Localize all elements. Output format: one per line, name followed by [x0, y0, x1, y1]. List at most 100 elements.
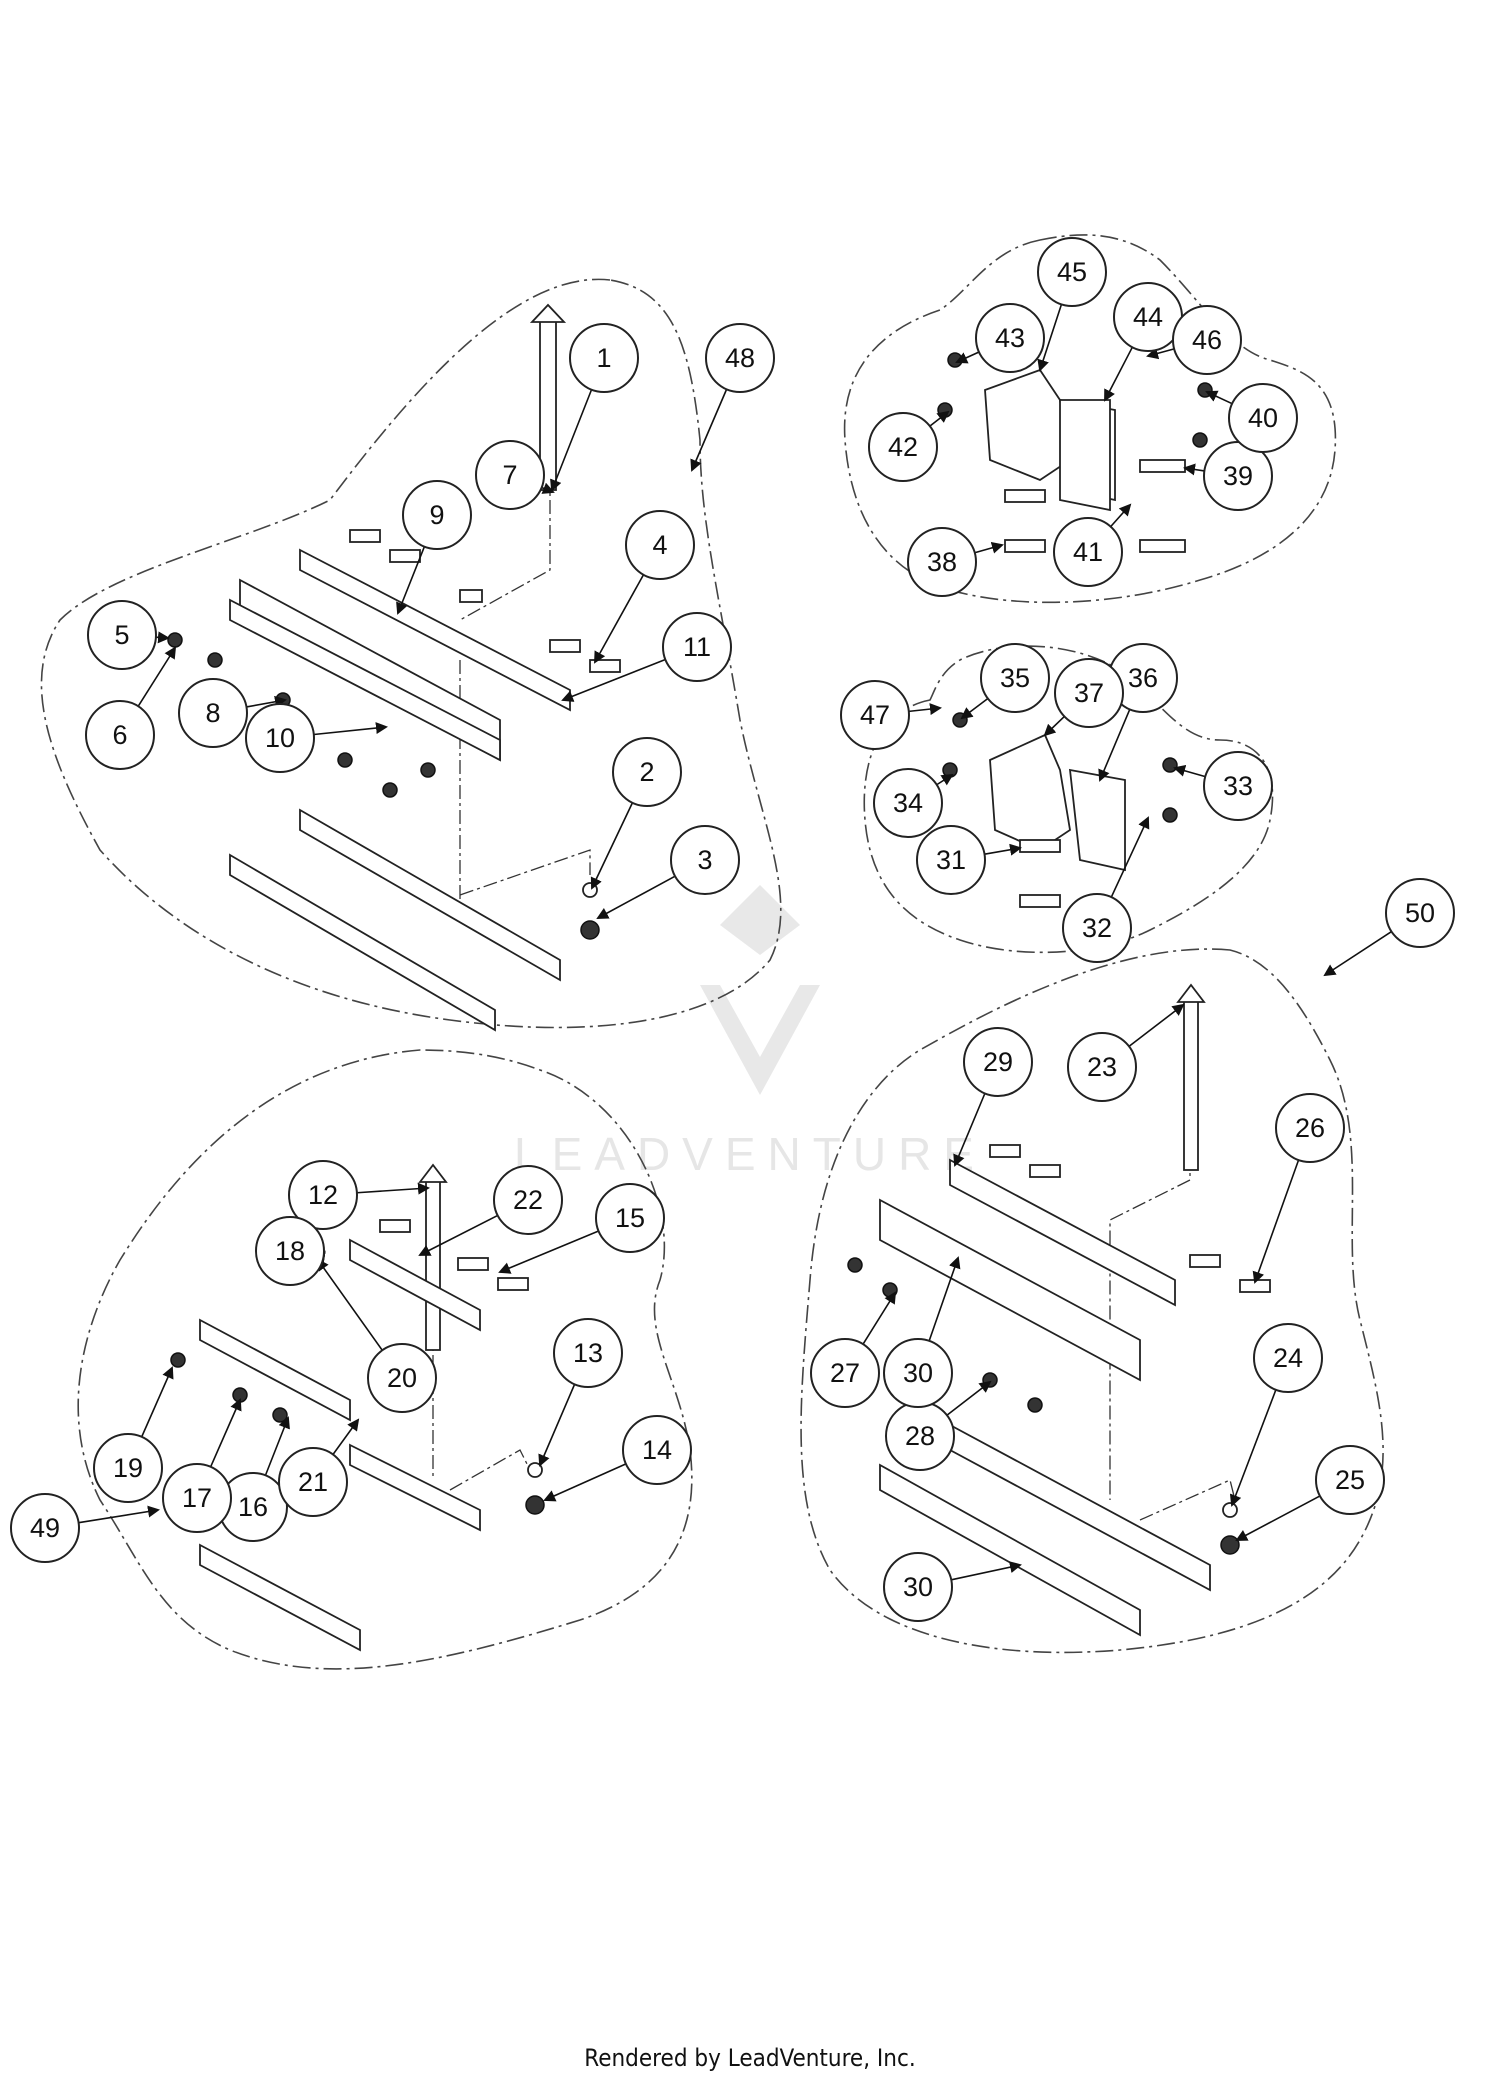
- callout-label: 7: [502, 460, 517, 490]
- bolt: [459, 589, 483, 603]
- callout-label: 43: [995, 323, 1025, 353]
- callout-circle: [1054, 658, 1124, 728]
- callout-label: 6: [112, 720, 127, 750]
- side-bracket: [199, 1318, 351, 1422]
- callout-label: 4: [652, 530, 667, 560]
- callout-21: 21: [278, 1447, 348, 1517]
- long-bolt: [425, 1179, 441, 1351]
- hitch-plate: [984, 368, 1071, 482]
- callout-circle: [85, 700, 155, 770]
- nut: [167, 632, 183, 648]
- leader-line-29: [953, 1093, 986, 1167]
- leader-line-48: [690, 388, 728, 472]
- bolt-head: [529, 303, 567, 323]
- callout-label: 30: [903, 1572, 933, 1602]
- callout-label: 26: [1295, 1113, 1325, 1143]
- callout-label: 40: [1248, 403, 1278, 433]
- callout-circle: [907, 527, 977, 597]
- nut: [337, 752, 353, 768]
- leader-line-21: [332, 1418, 360, 1455]
- callout-47: 47: [840, 680, 910, 750]
- callout-circle: [612, 737, 682, 807]
- callout-32: 32: [1062, 893, 1132, 963]
- callout-label: 24: [1273, 1343, 1303, 1373]
- callout-label: 46: [1192, 325, 1222, 355]
- leader-line-43: [955, 351, 980, 364]
- callout-1: 1: [569, 323, 639, 393]
- nut: [382, 782, 398, 798]
- callout-circle: [255, 1216, 325, 1286]
- callout-18: 18: [255, 1216, 325, 1286]
- callout-4: 4: [625, 510, 695, 580]
- nut: [232, 1387, 248, 1403]
- bolt: [1189, 1254, 1221, 1268]
- leader-line-6: [137, 646, 177, 707]
- leader-line-40: [1205, 390, 1233, 405]
- washer: [527, 1462, 543, 1478]
- leader-line-44: [1104, 346, 1134, 402]
- leader-line-10: [313, 722, 388, 736]
- leader-line-8: [246, 695, 287, 708]
- leader-line-39: [1183, 463, 1205, 476]
- callout-label: 44: [1133, 302, 1163, 332]
- callout-label: 48: [725, 343, 755, 373]
- nut: [1197, 382, 1213, 398]
- callout-circle: [278, 1447, 348, 1517]
- leader-line-11: [561, 658, 666, 702]
- bolt-head: [418, 1163, 448, 1183]
- group-outline-50: [800, 948, 1384, 1654]
- callout-circle: [178, 678, 248, 748]
- upper-bar: [299, 548, 571, 712]
- nut: [1162, 807, 1178, 823]
- bolt: [989, 1144, 1021, 1158]
- leader-line-27: [862, 1291, 897, 1345]
- callout-42: 42: [868, 412, 938, 482]
- lower-bar-flange: [229, 853, 496, 1032]
- nut: [1027, 1397, 1043, 1413]
- callout-label: 39: [1223, 461, 1253, 491]
- callout-7: 7: [475, 440, 545, 510]
- callout-label: 9: [429, 500, 444, 530]
- nut: [1192, 432, 1208, 448]
- nut: [580, 920, 600, 940]
- callout-circle: [402, 480, 472, 550]
- leader-line-32: [1110, 816, 1150, 898]
- callout-circle: [475, 440, 545, 510]
- callout-label: 29: [983, 1047, 1013, 1077]
- callout-29: 29: [963, 1027, 1033, 1097]
- leader-line-46: [1146, 347, 1175, 360]
- leader-line-50: [1323, 930, 1392, 977]
- callout-30: 30: [883, 1552, 953, 1622]
- callout-label: 27: [830, 1358, 860, 1388]
- leader-line-12: [356, 1182, 430, 1195]
- callout-label: 12: [308, 1180, 338, 1210]
- callout-46: 46: [1172, 305, 1242, 375]
- callout-35: 35: [980, 643, 1050, 713]
- callout-circle: [625, 510, 695, 580]
- leader-line-14: [543, 1463, 627, 1502]
- callout-label: 8: [205, 698, 220, 728]
- bolt: [1019, 894, 1061, 908]
- callout-circle: [873, 768, 943, 838]
- callout-label: 11: [683, 632, 711, 662]
- callout-circle: [705, 323, 775, 393]
- carriage-bolt: [1139, 539, 1186, 553]
- leader-line-37: [1043, 715, 1065, 737]
- callout-circle: [595, 1183, 665, 1253]
- leader-line-33: [1173, 764, 1206, 778]
- callout-label: 28: [905, 1421, 935, 1451]
- callout-circle: [553, 1318, 623, 1388]
- callout-30: 30: [883, 1338, 953, 1408]
- callout-circle: [1053, 517, 1123, 587]
- callout-label: 31: [936, 845, 966, 875]
- leader-line-22: [418, 1214, 499, 1256]
- upper-bar: [949, 1158, 1176, 1307]
- leader-line-20: [316, 1258, 383, 1351]
- callout-28: 28: [885, 1401, 955, 1471]
- callout-label: 3: [697, 845, 712, 875]
- nut: [1162, 757, 1178, 773]
- callout-circle: [980, 643, 1050, 713]
- leader-line-36: [1098, 709, 1131, 782]
- callout-48: 48: [705, 323, 775, 393]
- callout-label: 35: [1000, 663, 1030, 693]
